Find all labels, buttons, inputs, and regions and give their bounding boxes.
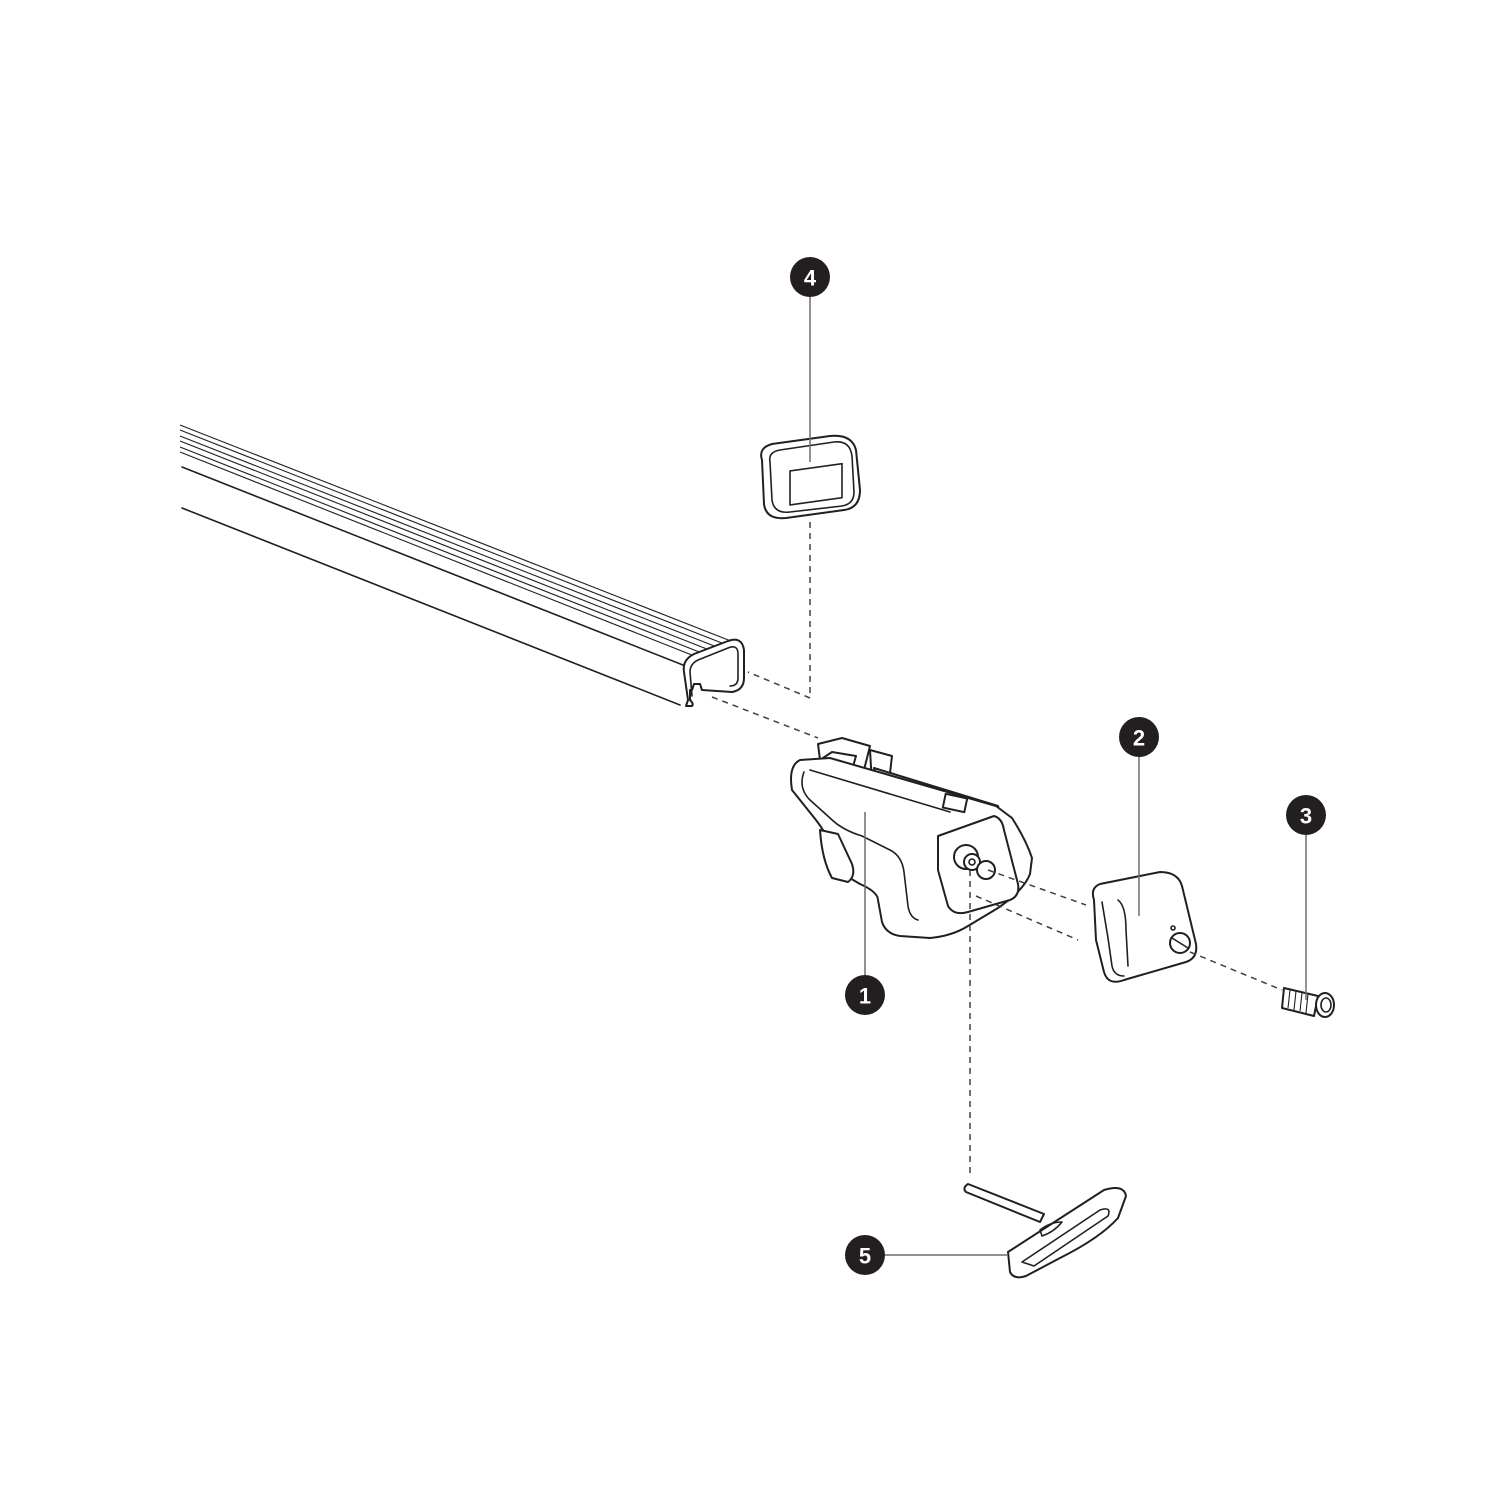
part-1-foot xyxy=(790,737,1033,939)
callout-1: 1 xyxy=(845,975,885,1015)
part-4-end-cap xyxy=(760,434,861,520)
callout-5-label: 5 xyxy=(859,1244,871,1269)
callout-2-label: 2 xyxy=(1133,726,1145,751)
part-3-lock-cylinder xyxy=(1281,987,1335,1018)
callout-5: 5 xyxy=(845,1235,885,1275)
callout-4: 4 xyxy=(790,257,830,297)
roof-bar xyxy=(179,424,745,707)
part-2-cover xyxy=(1091,871,1198,983)
callout-3-label: 3 xyxy=(1300,804,1312,829)
callout-1-label: 1 xyxy=(859,984,871,1009)
callout-4-label: 4 xyxy=(804,266,817,291)
callout-2: 2 xyxy=(1119,717,1159,757)
callout-3: 3 xyxy=(1286,795,1326,835)
leader-lines xyxy=(809,296,1307,1256)
part-5-t-handle xyxy=(963,1183,1127,1279)
assembly-guides xyxy=(711,522,1283,1178)
